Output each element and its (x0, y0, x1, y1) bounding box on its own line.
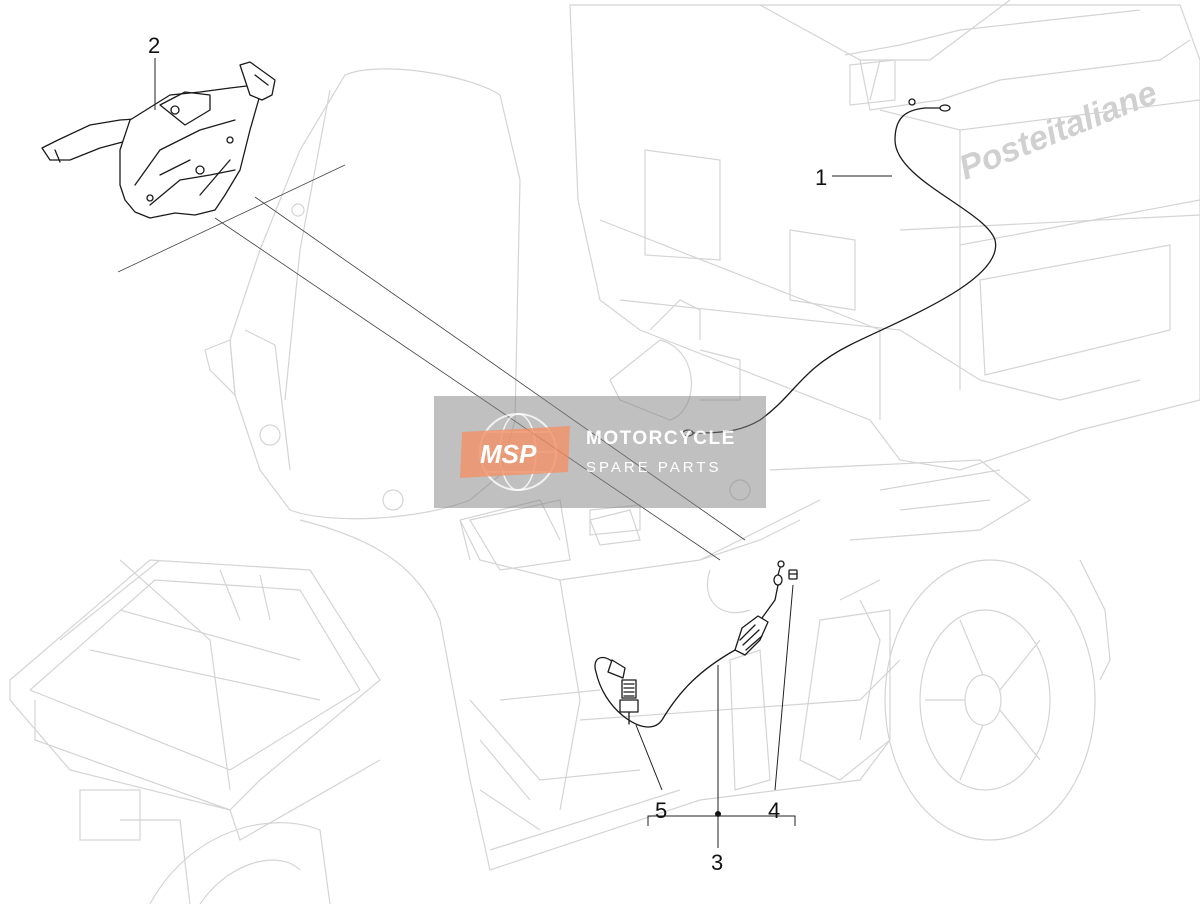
callout-5: 5 (655, 798, 667, 823)
part-1-saddle-opening-cable (682, 98, 997, 437)
callout-leaders (154, 58, 892, 848)
rear-cargo-box (569, 0, 1200, 471)
scooter-body (299, 459, 1032, 871)
callout-4: 4 (768, 798, 780, 823)
handlebar-assembly (469, 299, 1141, 614)
watermark-line-2: SPARE PARTS (586, 459, 722, 476)
watermark-logo-text: MSP (480, 439, 537, 469)
front-basket (9, 559, 381, 841)
callout-1: 1 (815, 165, 827, 190)
callout-3: 3 (711, 850, 723, 875)
front-wheel (120, 819, 331, 904)
callout-numbers: 2 1 3 4 5 (148, 33, 827, 875)
watermark-logo: MSP (460, 413, 570, 491)
callout-2: 2 (148, 33, 160, 58)
cable-boot-bellows (734, 560, 785, 656)
watermark-line-1: MOTORCYCLE (586, 428, 736, 449)
part-5-cable-end-spring (594, 649, 736, 728)
rear-wheel (884, 559, 1111, 841)
part-2-latch-handle (41, 61, 276, 219)
part-3-lower-cable-assembly (594, 560, 798, 728)
vehicle-ghost-outline (9, 0, 1200, 904)
windshield (204, 68, 521, 520)
part-4-fastener (788, 569, 798, 580)
watermark: MSP MOTORCYCLE SPARE PARTS (434, 396, 766, 508)
